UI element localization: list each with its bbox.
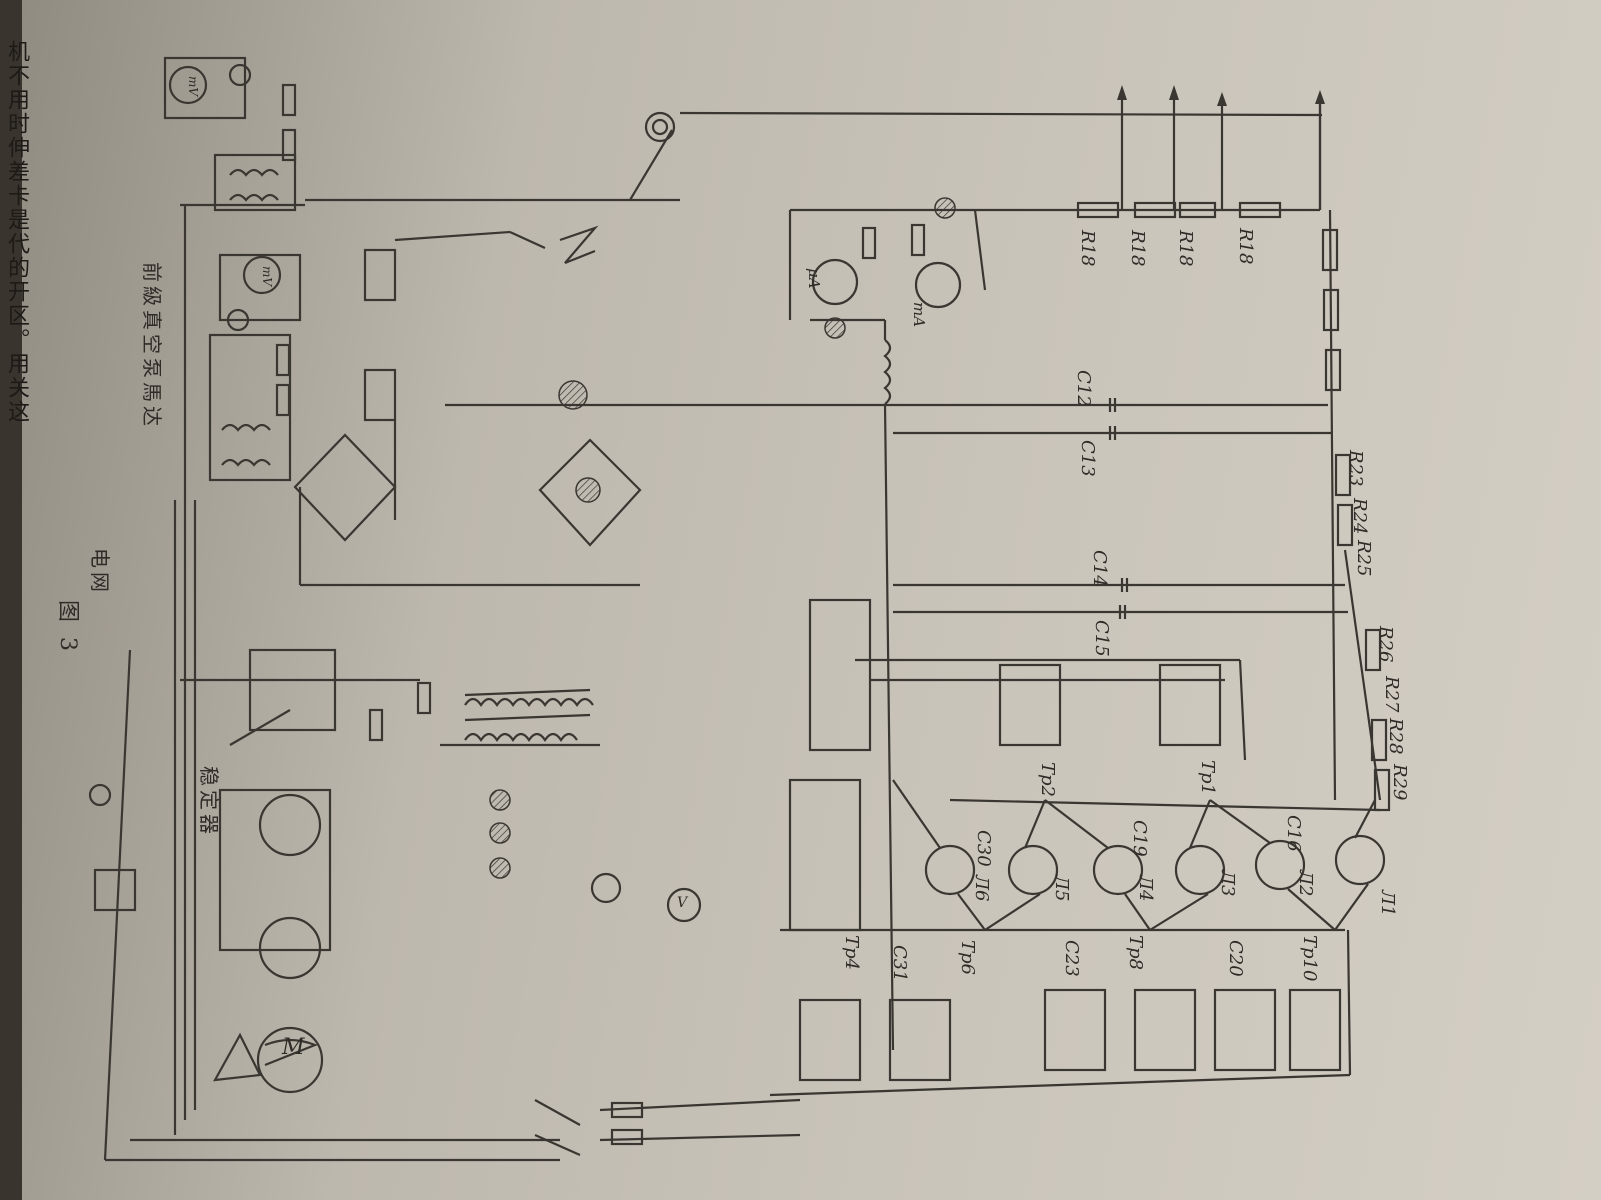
motor-m (256, 1026, 324, 1094)
capacitor-label-c15: C15 (1091, 620, 1112, 657)
tube-label-l1: Л1 (1377, 890, 1398, 917)
resistor-label-r27: R27 (1381, 676, 1402, 713)
resistor-label: R18 (1077, 230, 1098, 267)
microammeter (811, 258, 859, 306)
tube-l3 (1174, 844, 1226, 896)
tube-l6 (924, 844, 976, 896)
capacitor-label-c20: C20 (1225, 940, 1246, 977)
millivolt-label-2: mV (260, 266, 274, 287)
milliammeter-label: mA (910, 302, 928, 328)
transformer-label-tp2: Тр2 (1037, 762, 1058, 797)
resistor-label: R18 (1175, 230, 1196, 267)
resistor-r18 (1178, 201, 1217, 219)
resistor-label-r26: R26 (1375, 626, 1396, 663)
transformer-label-tp6: Тр6 (957, 940, 978, 975)
motor-label: M (282, 1035, 305, 1060)
interstage-transformers (788, 598, 1247, 932)
tube-label-l5: Л5 (1051, 875, 1072, 902)
mains-supply (103, 205, 801, 1162)
resistor-label-r23: R23 (1345, 450, 1366, 487)
capacitor-rows (445, 398, 1348, 619)
transformer-label-tp1: Тр1 (1197, 760, 1218, 795)
vacuum-pump-motor-label: 前級真空泵馬达 (140, 262, 164, 430)
capacitor-label-c14: C14 (1089, 550, 1110, 587)
pump-motor-meters (163, 56, 680, 482)
capacitor-label-c12: C12 (1073, 370, 1094, 407)
top-bus (629, 85, 1325, 219)
capacitor-label-c19: C19 (1129, 820, 1150, 857)
transformer-label-tp10: Тр10 (1299, 935, 1320, 982)
voltmeter-label: V (677, 895, 688, 911)
tube-label-l2: Л2 (1295, 870, 1316, 897)
transformer-label-tp8: Тр8 (1125, 935, 1146, 970)
relay-column (363, 225, 599, 520)
tube-label-l4: Л4 (1135, 875, 1156, 902)
millivoltmeter-1 (168, 65, 208, 105)
tube-l1 (1334, 834, 1386, 886)
mains-label: 电网 (88, 548, 112, 596)
millivoltmeter-2 (242, 255, 282, 295)
capacitor-label-c31: C31 (889, 945, 910, 982)
voltmeter (666, 887, 702, 923)
output-transformers (769, 928, 1352, 1097)
facing-page-text: 机不用时伸差卡是代的开区。用关这 (4, 40, 29, 424)
capacitor-label-c30: C30 (973, 830, 994, 867)
resistor-r24 (1336, 503, 1354, 547)
resistor-r23 (1334, 453, 1352, 497)
book-spine-edge: 机不用时伸差卡是代的开区。用关这 (0, 0, 29, 1200)
resistor-label-r28: R28 (1385, 718, 1406, 755)
figure-caption: 图 3 (55, 600, 80, 655)
resistor-label-r29: R29 (1389, 764, 1410, 801)
motor-group (88, 783, 332, 1094)
capacitor-label-c16: C16 (1283, 815, 1304, 852)
indicator-lamps (489, 380, 702, 923)
resistor (1322, 288, 1340, 332)
tube-l5 (1007, 844, 1059, 896)
capacitor-label-c13: C13 (1077, 440, 1098, 477)
resistor-r29 (1373, 768, 1391, 812)
resistor-r26 (1364, 628, 1382, 672)
power-transformer (440, 688, 600, 747)
bridge-rectifiers (293, 433, 642, 587)
resistor (1324, 348, 1342, 392)
resistor-label: R18 (1127, 230, 1148, 267)
capacitor-label-c23: C23 (1061, 940, 1082, 977)
resistor-r18 (1076, 201, 1120, 219)
microammeter-label: μA (805, 268, 823, 289)
tube-l4 (1092, 844, 1144, 896)
tube-label-l6: Л6 (971, 875, 992, 902)
stabilizer-block (180, 648, 432, 746)
tube-label-l3: Л3 (1217, 870, 1238, 897)
stabilizer-label: 稳定器 (197, 766, 221, 838)
transformer-label-tp4: Тр4 (841, 935, 862, 970)
resistor (1321, 228, 1339, 272)
resistor-label: R18 (1235, 228, 1256, 265)
meter-cluster (788, 197, 987, 1051)
resistor-label-r24: R24 (1349, 498, 1370, 535)
resistor-r18 (1238, 201, 1282, 219)
tube-l2 (1254, 839, 1306, 891)
tube-row (892, 779, 1386, 931)
resistor-label-r25: R25 (1353, 540, 1374, 577)
milliammeter (914, 261, 962, 309)
millivolt-label-1: mV (186, 76, 200, 97)
